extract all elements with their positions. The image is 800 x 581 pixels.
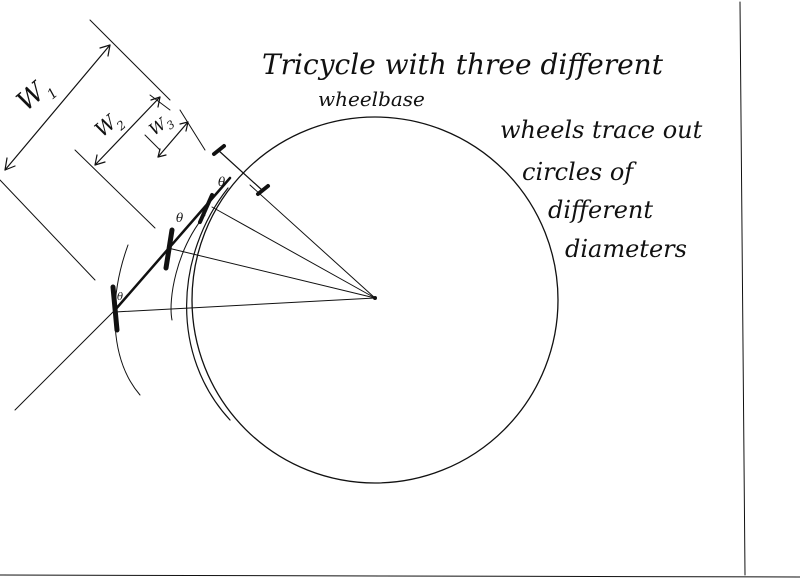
page-edge-right xyxy=(739,1,746,576)
w3-extension-bottom xyxy=(144,134,161,151)
radius-line-middle xyxy=(167,247,376,299)
w1-arrow-top xyxy=(99,44,111,57)
middle-wheel-arc xyxy=(186,187,231,421)
frame-extension-line xyxy=(14,309,116,411)
title-line-2: wheelbase xyxy=(318,87,425,111)
w3-arrow-bottom xyxy=(157,148,167,158)
front-wheel-bar xyxy=(198,193,214,224)
w3-dimension-line xyxy=(157,121,189,158)
radius-line-outer xyxy=(249,184,376,299)
w1-dimension-line xyxy=(4,44,111,171)
w1-extension-top xyxy=(89,19,171,101)
radius-line-rear xyxy=(114,297,376,313)
large-wheel-circle xyxy=(191,116,559,484)
front-axle-line xyxy=(217,149,263,191)
theta-label-middle: θ xyxy=(176,211,184,225)
rear-wheel-bar xyxy=(110,284,120,333)
w1-arrow-bottom xyxy=(4,157,16,171)
theta-label-rear: θ xyxy=(117,292,123,303)
note-line-2: circles of xyxy=(522,158,637,186)
title-line-1: Tricycle with three different xyxy=(262,48,664,81)
w2-extension-bottom xyxy=(74,149,156,229)
w2-arrow-bottom xyxy=(94,154,106,166)
w3-arrow-top xyxy=(179,121,189,132)
note-line-1: wheels trace out xyxy=(500,116,703,144)
axle-end-top xyxy=(212,144,226,156)
w2-dimension-line xyxy=(94,96,161,166)
axle-end-bottom xyxy=(256,184,270,196)
note-line-4: diameters xyxy=(565,235,687,263)
theta-label-front: θ xyxy=(218,175,226,189)
w2-arrow-top xyxy=(150,96,161,108)
middle-wheel-arc-inner xyxy=(170,214,206,321)
w3-extension-top xyxy=(179,109,206,151)
outer-wheel-arc xyxy=(114,244,141,396)
w2-extension-top xyxy=(149,94,171,111)
w1-label: W xyxy=(11,76,52,118)
middle-wheel-bar xyxy=(163,227,175,271)
radius-line-front xyxy=(211,206,376,299)
page-edge-bottom xyxy=(0,574,800,578)
note-line-3: different xyxy=(548,196,653,224)
w1-extension-bottom xyxy=(0,179,96,281)
